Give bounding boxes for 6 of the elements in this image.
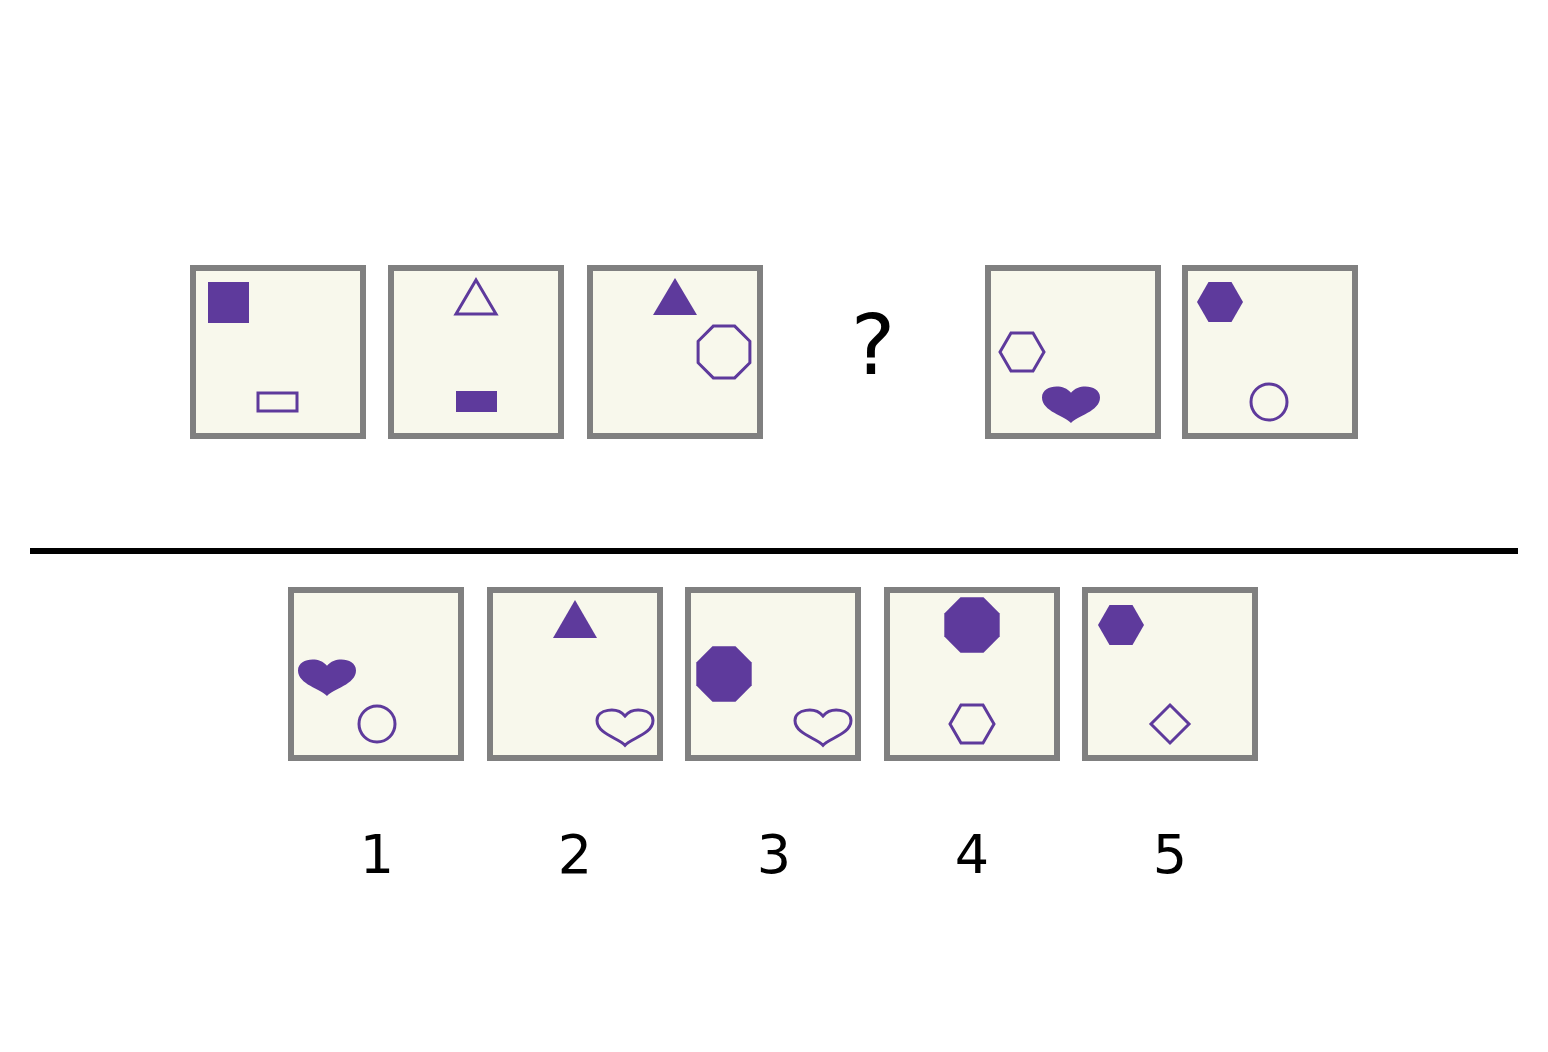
option-number: 1 <box>359 828 395 882</box>
option-number: 3 <box>756 828 792 882</box>
question-mark: ? <box>850 303 896 387</box>
option-number: 2 <box>557 828 593 882</box>
option-number: 4 <box>954 828 990 882</box>
option-number: 5 <box>1152 828 1188 882</box>
